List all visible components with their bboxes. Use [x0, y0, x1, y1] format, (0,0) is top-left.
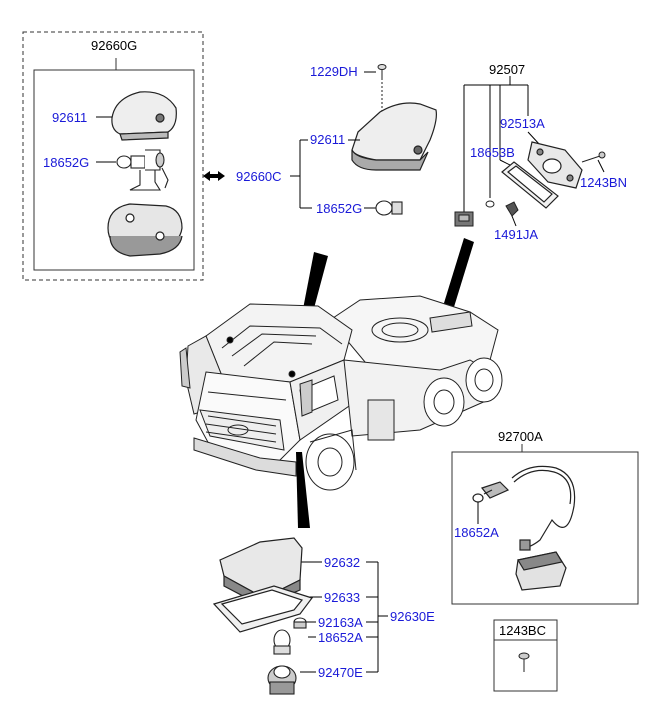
- lamp-base-left: [107, 203, 183, 257]
- room-lamp-small-parts: [267, 617, 307, 695]
- wiring-harness: [472, 465, 576, 591]
- room-lamp-housing: [212, 585, 313, 633]
- screw-icon: [518, 652, 530, 672]
- label-92507: 92507: [489, 62, 526, 77]
- label-92633: 92633: [324, 590, 361, 605]
- label-18652A-room: 18652A: [318, 630, 363, 645]
- label-92700A: 92700A: [498, 429, 543, 444]
- license-lamp-body: [527, 141, 583, 189]
- label-92660G: 92660G: [91, 38, 138, 53]
- bracket-92507: [463, 76, 541, 212]
- label-92513A: 92513A: [500, 116, 545, 131]
- label-18652A-harness: 18652A: [454, 525, 499, 540]
- connector: [454, 211, 474, 227]
- label-92611-center: 92611: [310, 132, 346, 147]
- leader-1243BN: [597, 159, 605, 173]
- lamp-cover-center: [351, 102, 437, 171]
- truck-illustration: [179, 295, 503, 491]
- label-92630E: 92630E: [390, 609, 435, 624]
- bulb-socket-left: [116, 149, 169, 191]
- label-92163A: 92163A: [318, 615, 363, 630]
- group-92700A-frame: [451, 444, 639, 605]
- lens-gasket: [501, 161, 559, 209]
- bulb-18653B: [485, 200, 495, 208]
- bracket-92660C: [290, 139, 376, 209]
- leader-1491JA: [511, 215, 517, 227]
- double-arrow-icon: [203, 171, 225, 181]
- label-92632: 92632: [324, 555, 361, 570]
- label-1243BN: 1243BN: [580, 175, 627, 190]
- label-92611-left: 92611: [52, 110, 88, 125]
- bulb-center: [375, 200, 403, 216]
- label-18652G-center: 18652G: [316, 201, 363, 216]
- lamp-cover-left: [111, 91, 177, 141]
- label-92470E: 92470E: [318, 665, 363, 680]
- screw-1243BN: [581, 151, 606, 163]
- label-1491JA: 1491JA: [494, 227, 539, 242]
- label-1243BC: 1243BC: [499, 623, 546, 638]
- screw-1229DH: [377, 64, 387, 112]
- label-1229DH: 1229DH: [310, 64, 358, 79]
- group-92660G-frame: [22, 31, 204, 281]
- label-18652G-left: 18652G: [43, 155, 90, 170]
- group-1243BC-frame: [493, 619, 558, 692]
- label-18653B: 18653B: [470, 145, 515, 160]
- clip-1491JA: [505, 201, 519, 217]
- label-92660C: 92660C: [236, 169, 282, 184]
